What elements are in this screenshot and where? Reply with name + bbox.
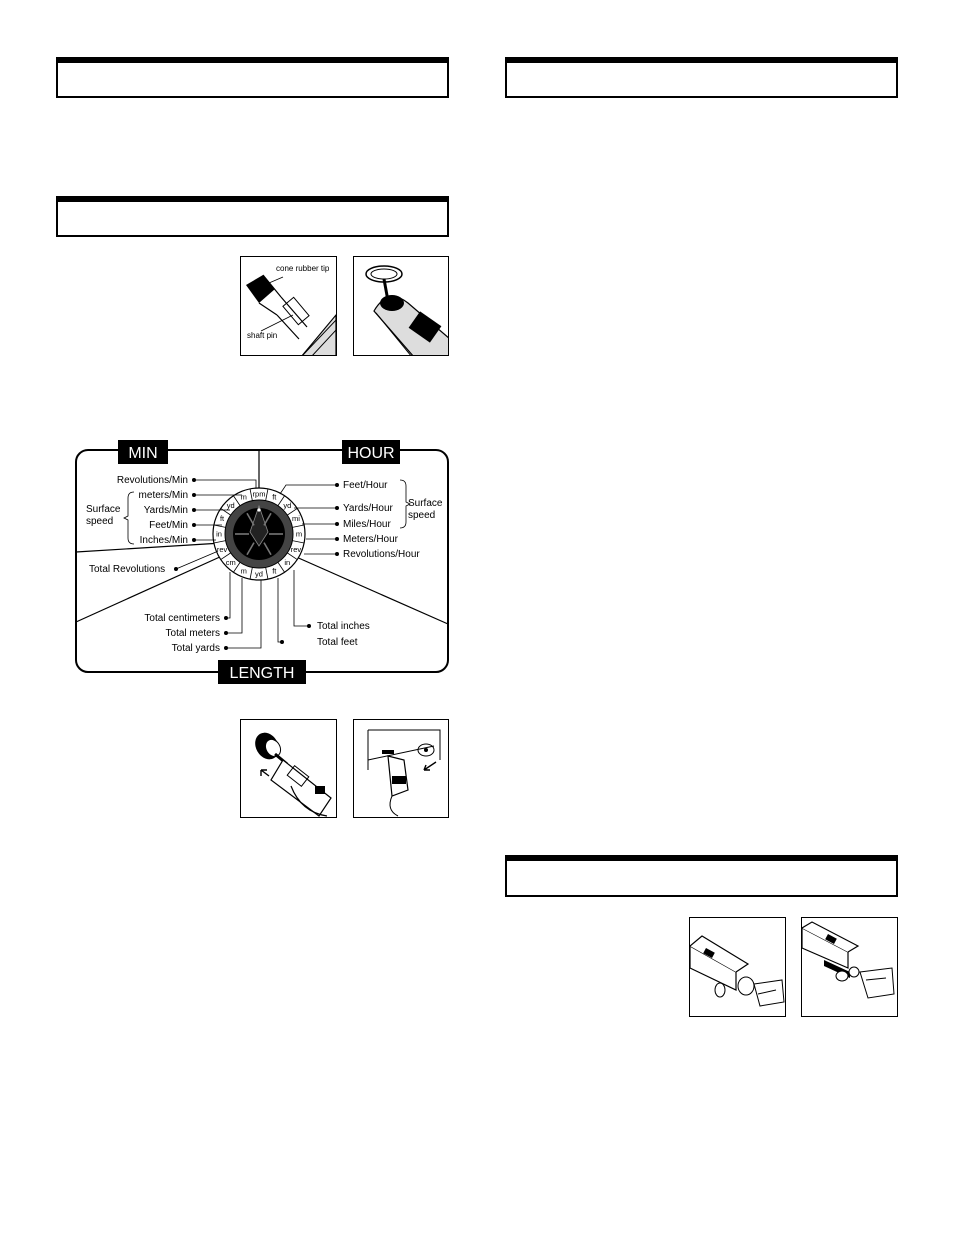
wheel-attachment-illustration [365, 265, 448, 355]
label-feet-hour: Feet/Hour [343, 480, 388, 491]
dial-segment-divider [213, 540, 226, 544]
shaft-pin-label: shaft pin [247, 331, 278, 340]
figure-contact-measure [240, 719, 337, 818]
dial-segment-divider [277, 495, 285, 506]
label-revolutions-min: Revolutions/Min [117, 475, 188, 486]
dial-spokes [235, 512, 283, 556]
dial-segment-divider [249, 488, 253, 501]
figure-battery-insert [801, 917, 898, 1017]
dial-segment-label: ft [220, 514, 225, 523]
dial-segment-divider [265, 567, 269, 580]
length-banner-label: LENGTH [230, 665, 295, 682]
section-header-3 [505, 57, 898, 98]
dial-spoke [263, 512, 272, 526]
dial-segment-divider [220, 508, 231, 516]
hour-banner [342, 440, 400, 464]
dial-segment-divider [213, 524, 226, 528]
contact-measure-illustration [255, 732, 332, 817]
label-meters-min: meters/Min [139, 490, 188, 501]
dial-segment-label: yd [227, 501, 235, 510]
surface-speed-left-line2: speed [86, 516, 113, 527]
dial-segment-divider [277, 562, 285, 573]
label-inches-min: Inches/Min [140, 535, 188, 546]
figure-battery-cover [689, 917, 786, 1017]
dial-segment-divider [287, 552, 298, 560]
label-miles-hour: Miles/Hour [343, 519, 391, 530]
dial-segment-label: rev [291, 545, 302, 554]
dial-segment-label: ft [272, 493, 277, 502]
dial-segment-label: m [241, 566, 247, 575]
surface-speed-bracket-right [399, 479, 411, 529]
surface-speed-right-line1: Surface [408, 498, 443, 509]
section-header-1 [56, 57, 449, 98]
surface-measure-illustration [367, 729, 441, 817]
dial-segment-lines [213, 488, 305, 580]
dial-spoke [246, 512, 255, 526]
min-banner-label: MIN [128, 445, 157, 462]
length-banner [218, 660, 306, 684]
dial-segment-label: yd [283, 501, 291, 510]
label-feet-min: Feet/Min [149, 520, 188, 531]
dial-segment-label: rev [217, 545, 228, 554]
dial-segment-divider [220, 552, 231, 560]
dial-segment-label: m [241, 493, 247, 502]
dial-segment-divider [292, 540, 305, 544]
cone-rubber-tip-label: cone rubber tip [276, 264, 330, 273]
dial-segment-divider [233, 495, 241, 506]
dial-segment-label: mi [292, 514, 300, 523]
dial-spoke [263, 542, 272, 556]
min-banner [118, 440, 168, 464]
label-total-inches: Total inches [317, 621, 370, 632]
dial-segment-label: m [296, 530, 302, 539]
dial-segment-label: in [284, 558, 290, 567]
hour-banner-label: HOUR [347, 445, 394, 462]
dial-segment-divider [249, 567, 253, 580]
dial-segment-divider [265, 488, 269, 501]
figure-surface-measure [353, 719, 449, 818]
dial-segment-label: yd [255, 570, 263, 579]
surface-speed-bracket-left [123, 491, 135, 545]
battery-insert-illustration [802, 921, 895, 999]
figure-wheel-attachment [353, 256, 449, 356]
figure-cone-tip: cone rubber tip shaft pin [240, 256, 337, 356]
dial-segment-label: in [216, 530, 222, 539]
section-header-4 [505, 855, 898, 897]
surface-speed-left-line1: Surface [86, 504, 121, 515]
dial-segment-divider [287, 508, 298, 516]
label-total-feet: Total feet [317, 637, 358, 648]
label-yards-min: Yards/Min [144, 505, 188, 516]
label-total-yards: Total yards [172, 643, 220, 654]
label-total-revolutions: Total Revolutions [89, 564, 165, 575]
section-header-2 [56, 196, 449, 237]
dial-segment-divider [292, 524, 305, 528]
dial-segment-label: rpm [253, 490, 266, 499]
label-meters-hour: Meters/Hour [343, 534, 399, 545]
cone-tip-illustration [246, 274, 336, 355]
label-yards-hour: Yards/Hour [343, 503, 394, 514]
label-total-meters: Total meters [166, 628, 220, 639]
dial-spoke [246, 542, 255, 556]
battery-cover-illustration [690, 935, 785, 1007]
label-total-centimeters: Total centimeters [144, 613, 220, 624]
surface-speed-right-line2: speed [408, 510, 435, 521]
dial-segment-label: cm [226, 558, 236, 567]
dial-segment-divider [233, 562, 241, 573]
label-revolutions-hour: Revolutions/Hour [343, 549, 420, 560]
dial-segment-label: ft [272, 566, 277, 575]
